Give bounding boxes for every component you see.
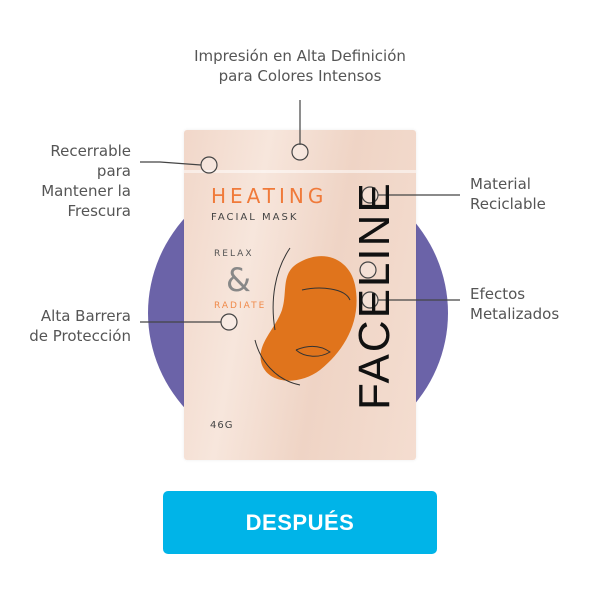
callout-line: Mantener la	[41, 182, 131, 200]
product-title: HEATING	[211, 184, 328, 208]
after-button[interactable]: DESPUÉS	[163, 491, 437, 554]
ampersand: &	[226, 261, 251, 299]
relax-text: RELAX	[214, 249, 254, 259]
callout-metallic: Efectos Metalizados	[470, 284, 559, 324]
brand-name: FACELINE	[350, 181, 399, 410]
callout-line: Metalizados	[470, 305, 560, 323]
callout-lines	[140, 100, 460, 323]
face-line-art	[254, 247, 351, 386]
callout-line: Alta Barrera	[40, 307, 131, 325]
callout-print-quality: Impresión en Alta Definición para Colore…	[150, 46, 450, 86]
callout-markers	[200, 143, 379, 331]
product-subtitle: FACIAL MASK	[211, 212, 299, 223]
callout-barrier: Alta Barrera de Protección	[0, 306, 131, 346]
callout-line: Frescura	[67, 202, 131, 220]
callout-resealable: Recerrable para Mantener la Frescura	[10, 141, 131, 221]
eye-patch-shape	[260, 256, 357, 381]
callout-line: Efectos	[470, 285, 526, 303]
callout-line: Impresión en Alta Definición	[194, 47, 406, 65]
callout-line: para Colores Intensos	[218, 67, 382, 85]
zipper	[184, 170, 416, 173]
callout-line: Material	[470, 175, 531, 193]
callout-line: Recerrable	[50, 142, 131, 160]
callout-line: para	[96, 162, 131, 180]
callout-line: Reciclable	[470, 195, 546, 213]
radiate-text: RADIATE	[214, 301, 267, 311]
product-weight: 46G	[210, 420, 234, 431]
callout-recyclable: Material Reciclable	[470, 174, 546, 214]
callout-line: de Protección	[29, 327, 131, 345]
